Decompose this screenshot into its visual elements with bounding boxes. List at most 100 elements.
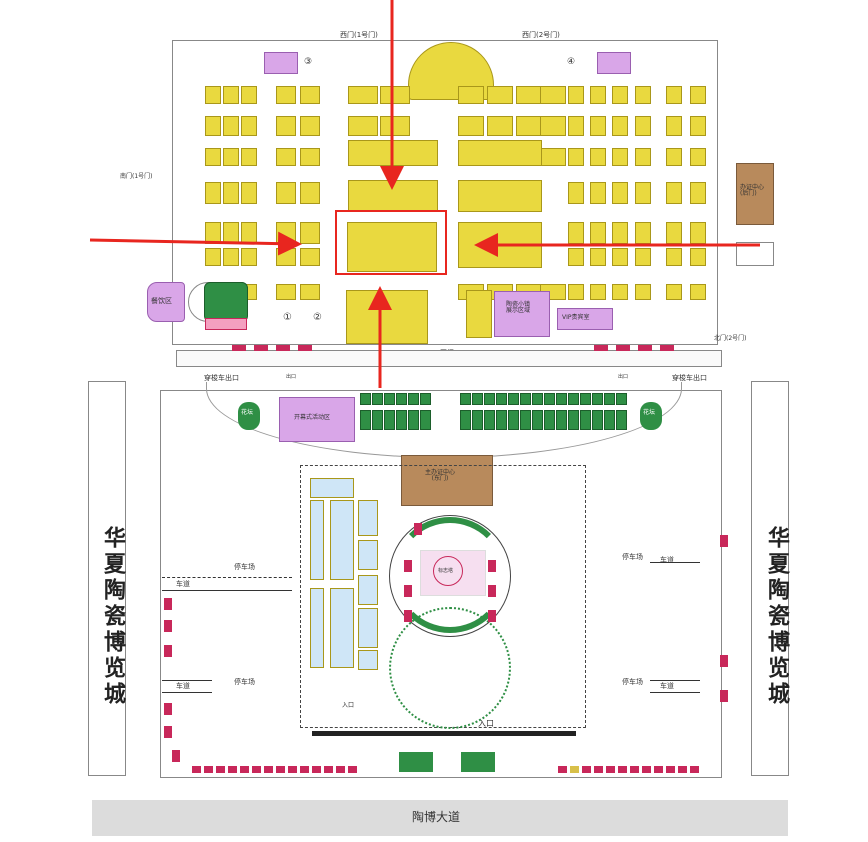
booth-yellow[interactable] — [276, 86, 296, 104]
booth-green[interactable] — [508, 393, 519, 405]
booth-yellow[interactable] — [612, 116, 628, 136]
booth-green[interactable] — [396, 410, 407, 430]
room-top-right[interactable] — [597, 52, 631, 74]
booth-pink[interactable] — [582, 766, 591, 773]
booth-pink[interactable] — [488, 585, 496, 597]
booth-yellow[interactable] — [241, 148, 257, 166]
booth-pink[interactable] — [558, 766, 567, 773]
booth-yellow[interactable] — [300, 284, 320, 300]
booth-pink[interactable] — [164, 703, 172, 715]
booth-yellow[interactable] — [348, 86, 378, 104]
booth-green[interactable] — [568, 393, 579, 405]
booth-pink[interactable] — [570, 766, 579, 773]
booth-pink[interactable] — [252, 766, 261, 773]
booth-yellow[interactable] — [635, 248, 651, 266]
booth-blue[interactable] — [330, 500, 354, 580]
booth-blue[interactable] — [310, 588, 324, 668]
booth-pink[interactable] — [488, 560, 496, 572]
booth-pink[interactable] — [240, 766, 249, 773]
booth-yellow[interactable] — [380, 116, 410, 136]
booth-yellow[interactable] — [241, 248, 257, 266]
booth-yellow[interactable] — [690, 284, 706, 300]
booth-blue[interactable] — [358, 650, 378, 670]
booth-yellow[interactable] — [612, 248, 628, 266]
booth-green[interactable] — [532, 393, 543, 405]
booth-yellow[interactable] — [590, 248, 606, 266]
booth-pink[interactable] — [660, 345, 674, 351]
booth-pink[interactable] — [336, 766, 345, 773]
booth-pink[interactable] — [164, 598, 172, 610]
booth-blue[interactable] — [358, 540, 378, 570]
booth-yellow[interactable] — [590, 86, 606, 104]
booth-yellow[interactable] — [205, 248, 221, 266]
booth-pink[interactable] — [204, 766, 213, 773]
booth-green[interactable] — [372, 410, 383, 430]
booth-green[interactable] — [420, 393, 431, 405]
booth-yellow[interactable] — [223, 248, 239, 266]
booth-pink[interactable] — [630, 766, 639, 773]
booth-yellow[interactable] — [487, 116, 513, 136]
booth-yellow[interactable] — [612, 182, 628, 204]
booth-pink[interactable] — [404, 560, 412, 572]
booth-pink[interactable] — [690, 766, 699, 773]
booth-pink[interactable] — [312, 766, 321, 773]
booth-pink[interactable] — [172, 750, 180, 762]
booth-yellow[interactable] — [458, 140, 542, 166]
booth-pink[interactable] — [348, 766, 357, 773]
booth-pink[interactable] — [638, 345, 652, 351]
booth-pink[interactable] — [642, 766, 651, 773]
booth-yellow[interactable] — [487, 86, 513, 104]
booth-green[interactable] — [520, 393, 531, 405]
booth-green[interactable] — [472, 393, 483, 405]
booth-yellow[interactable] — [241, 116, 257, 136]
booth-yellow[interactable] — [241, 86, 257, 104]
booth-green[interactable] — [484, 410, 495, 430]
booth-yellow[interactable] — [690, 116, 706, 136]
booth-yellow[interactable] — [590, 116, 606, 136]
booth-pink[interactable] — [228, 766, 237, 773]
booth-pink[interactable] — [720, 535, 728, 547]
booth-yellow[interactable] — [223, 116, 239, 136]
booth-green[interactable] — [360, 410, 371, 430]
room-top-left[interactable] — [264, 52, 298, 74]
booth-yellow[interactable] — [276, 182, 296, 204]
booth-yellow[interactable] — [540, 116, 566, 136]
booth-green[interactable] — [544, 393, 555, 405]
booth-yellow[interactable] — [568, 248, 584, 266]
exhibition-area[interactable] — [279, 397, 355, 442]
booth-yellow[interactable] — [635, 86, 651, 104]
booth-yellow[interactable] — [205, 148, 221, 166]
booth-pink[interactable] — [164, 645, 172, 657]
booth-pink[interactable] — [678, 766, 687, 773]
booth-yellow[interactable] — [690, 148, 706, 166]
booth-green[interactable] — [460, 410, 471, 430]
booth-green[interactable] — [408, 410, 419, 430]
booth-pink[interactable] — [192, 766, 201, 773]
booth-main-gate-right[interactable] — [466, 290, 492, 338]
booth-pink[interactable] — [298, 345, 312, 351]
booth-green[interactable] — [604, 410, 615, 430]
booth-yellow[interactable] — [458, 116, 484, 136]
booth-yellow[interactable] — [666, 284, 682, 300]
booth-yellow[interactable] — [568, 116, 584, 136]
booth-main-gate[interactable] — [346, 290, 428, 344]
booth-yellow[interactable] — [612, 284, 628, 300]
booth-pink[interactable] — [414, 523, 422, 535]
booth-pink[interactable] — [618, 766, 627, 773]
booth-green[interactable] — [508, 410, 519, 430]
booth-pink[interactable] — [264, 766, 273, 773]
booth-blue[interactable] — [358, 608, 378, 648]
center-booth[interactable] — [347, 222, 437, 272]
booth-pink[interactable] — [324, 766, 333, 773]
booth-pink[interactable] — [288, 766, 297, 773]
booth-pink[interactable] — [720, 655, 728, 667]
booth-pink[interactable] — [720, 690, 728, 702]
booth-green[interactable] — [580, 393, 591, 405]
booth-green[interactable] — [496, 410, 507, 430]
booth-green[interactable] — [360, 393, 371, 405]
booth-pink[interactable] — [616, 345, 630, 351]
booth-yellow[interactable] — [690, 248, 706, 266]
booth-yellow[interactable] — [690, 182, 706, 204]
booth-green[interactable] — [520, 410, 531, 430]
booth-yellow[interactable] — [300, 248, 320, 266]
